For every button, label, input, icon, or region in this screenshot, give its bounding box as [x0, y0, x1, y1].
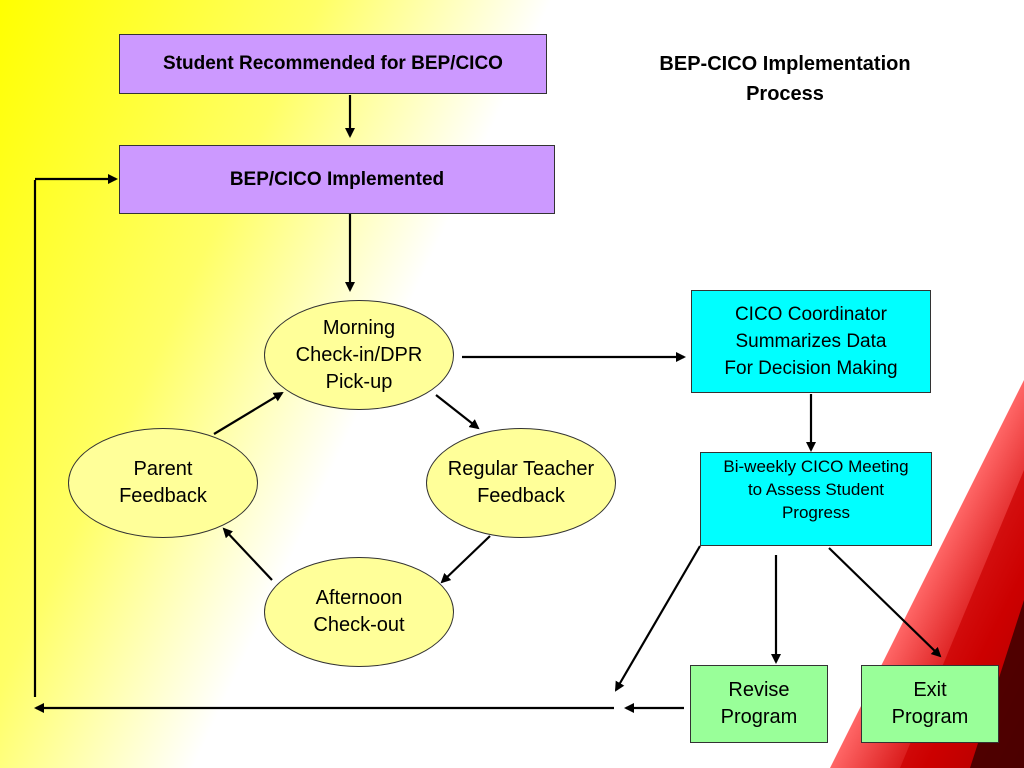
morning-checkin-node: Morning Check-in/DPR Pick-up: [264, 300, 454, 410]
arrow-afternoon-to-parent: [222, 527, 273, 581]
parent-feedback-node: Parent Feedback: [68, 428, 258, 538]
arrow-morning-to-teacher: [435, 394, 480, 430]
arrow-meeting-to-return: [614, 545, 701, 692]
exit-program-box: Exit Program: [861, 665, 999, 743]
arrow-teacher-to-afternoon: [440, 535, 491, 584]
arrow-parent-to-morning: [213, 391, 284, 435]
biweekly-meeting-box: Bi-weekly CICO Meeting to Assess Student…: [700, 452, 932, 546]
diagram-title: BEP-CICO Implementation Process: [659, 53, 911, 105]
student-recommended-box: Student Recommended for BEP/CICO: [119, 34, 547, 94]
afternoon-checkout-node: Afternoon Check-out: [264, 557, 454, 667]
revise-program-box: Revise Program: [690, 665, 828, 743]
regular-teacher-feedback-node: Regular Teacher Feedback: [426, 428, 616, 538]
cico-coordinator-box: CICO Coordinator Summarizes Data For Dec…: [691, 290, 931, 393]
bep-cico-implemented-box: BEP/CICO Implemented: [119, 145, 555, 214]
arrow-meeting-to-exit: [828, 547, 942, 658]
